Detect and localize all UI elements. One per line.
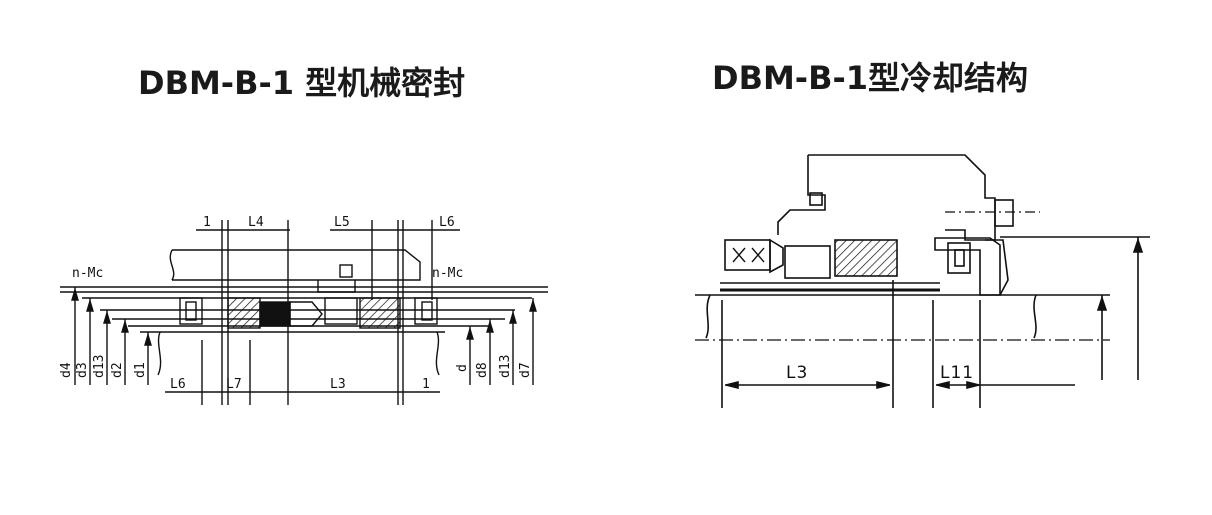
dim-l3-right: L3 <box>786 363 808 383</box>
cooling-structure-drawing <box>695 154 1150 408</box>
mechanical-seal-drawing <box>60 220 548 405</box>
dim-d1: d1 <box>133 362 148 378</box>
dim-bottom-1: 1 <box>422 377 430 392</box>
dim-d13-left: d13 <box>92 355 107 378</box>
dim-d2: d2 <box>110 362 125 378</box>
title-mechanical-seal: DBM-B-1 型机械密封 <box>138 64 466 102</box>
dim-d: d <box>455 364 470 372</box>
dim-d4: d4 <box>59 362 74 378</box>
dim-l11: L11 <box>940 363 974 383</box>
dim-l4: L4 <box>248 215 264 230</box>
dim-l5: L5 <box>334 215 350 230</box>
dim-d13-right: d13 <box>498 355 513 378</box>
label-n-mc-right: n-Mc <box>432 266 463 281</box>
label-n-mc-left: n-Mc <box>72 266 103 281</box>
dim-l6-bottom: L6 <box>170 377 186 392</box>
dim-d8: d8 <box>475 362 490 378</box>
dim-l6-top: L6 <box>439 215 455 230</box>
dim-l3-left: L3 <box>330 377 346 392</box>
dim-top-1: 1 <box>203 215 211 230</box>
dim-d7: d7 <box>518 362 533 378</box>
dim-l7: L7 <box>226 377 242 392</box>
title-cooling-structure: DBM-B-1型冷却结构 <box>712 59 1029 97</box>
dim-d3: d3 <box>75 362 90 378</box>
